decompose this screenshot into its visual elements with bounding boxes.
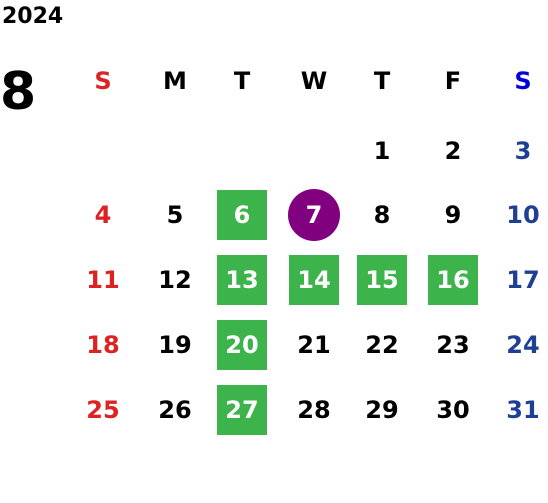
day-cell[interactable]: 25 [86, 396, 120, 424]
day-cell[interactable]: 26 [158, 396, 192, 424]
weekday-header: W [300, 67, 328, 95]
day-cell[interactable]: 22 [365, 331, 399, 359]
day-cell[interactable]: 29 [365, 396, 399, 424]
weekday-header: M [163, 67, 187, 95]
day-cell[interactable]: 15 [357, 255, 407, 305]
day-cell[interactable]: 28 [297, 396, 331, 424]
day-cell[interactable]: 31 [506, 396, 540, 424]
day-cell[interactable]: 8 [373, 201, 391, 229]
day-cell[interactable]: 27 [217, 385, 267, 435]
day-cell[interactable]: 13 [217, 255, 267, 305]
day-cell[interactable]: 3 [514, 137, 532, 165]
day-cell[interactable]: 23 [436, 331, 470, 359]
day-cell[interactable]: 1 [373, 137, 391, 165]
day-cell[interactable]: 5 [166, 201, 184, 229]
weekday-header: T [233, 67, 251, 95]
month-label: 8 [0, 62, 37, 122]
day-cell[interactable]: 20 [217, 320, 267, 370]
day-cell[interactable]: 17 [506, 266, 540, 294]
day-cell[interactable]: 30 [436, 396, 470, 424]
day-cell[interactable]: 14 [289, 255, 339, 305]
day-cell[interactable]: 18 [86, 331, 120, 359]
weekday-header: S [514, 67, 532, 95]
day-cell[interactable]: 10 [506, 201, 540, 229]
year-label: 2024 [2, 4, 64, 29]
day-cell[interactable]: 16 [428, 255, 478, 305]
day-cell[interactable]: 4 [94, 201, 112, 229]
weekday-header: T [373, 67, 391, 95]
day-cell[interactable]: 2 [444, 137, 462, 165]
day-cell[interactable]: 7 [288, 189, 340, 241]
day-cell[interactable]: 24 [506, 331, 540, 359]
day-cell[interactable]: 11 [86, 266, 120, 294]
weekday-header: S [94, 67, 112, 95]
day-cell[interactable]: 19 [158, 331, 192, 359]
day-cell[interactable]: 9 [444, 201, 462, 229]
weekday-header: F [444, 67, 462, 95]
day-cell[interactable]: 6 [217, 190, 267, 240]
day-cell[interactable]: 21 [297, 331, 331, 359]
day-cell[interactable]: 12 [158, 266, 192, 294]
